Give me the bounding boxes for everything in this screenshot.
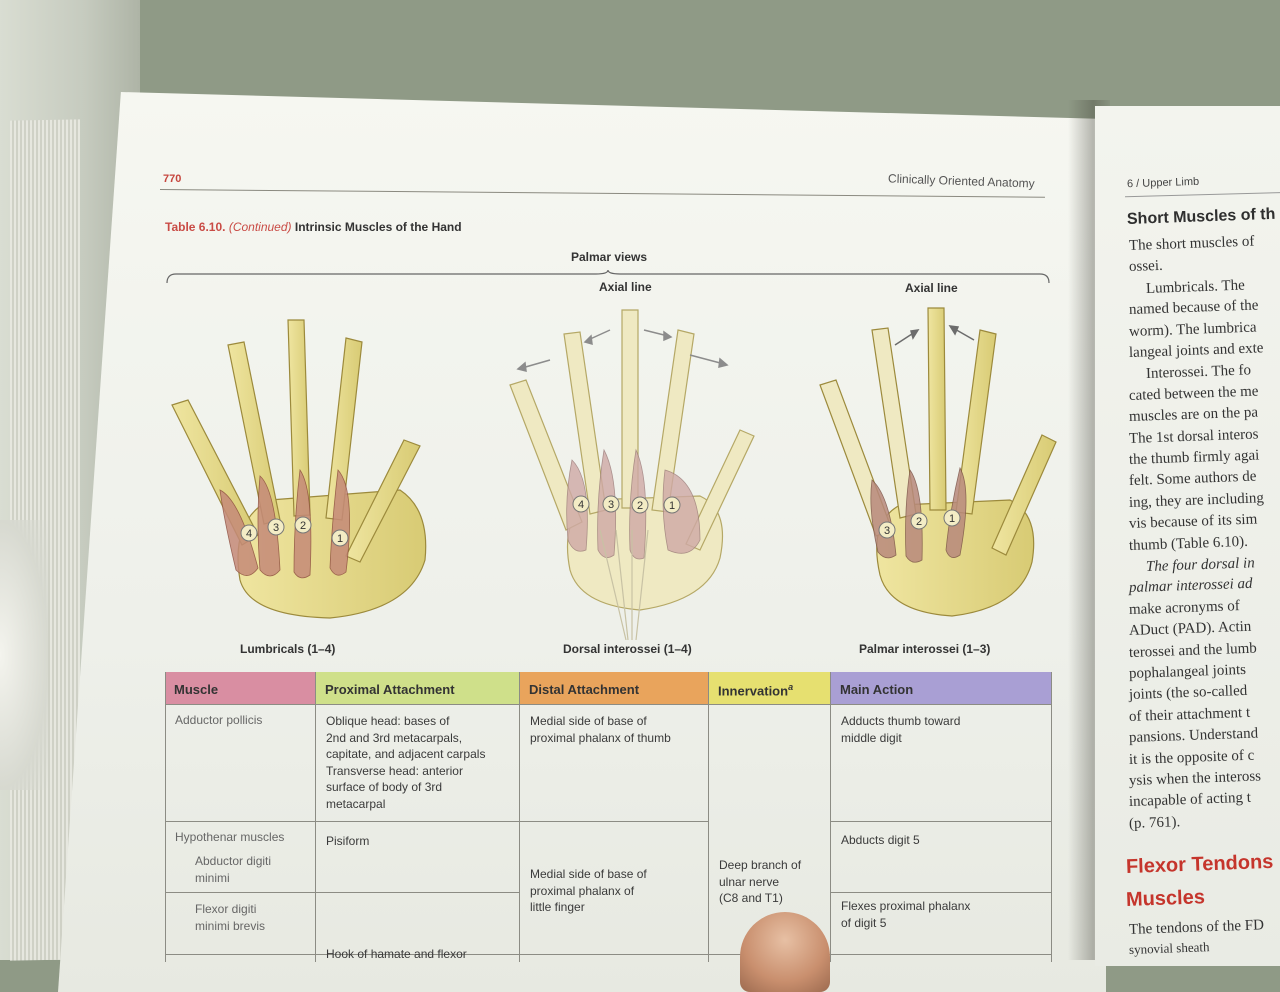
lumbrical-markers: 4 3 2 1 [240, 516, 349, 547]
table-rule [830, 892, 1052, 893]
table-rule [708, 672, 709, 962]
header-main-action: Main Action [831, 672, 1052, 704]
right-body-line: (p. 761). [1128, 814, 1181, 832]
table-rule [519, 672, 520, 962]
hand-dorsal-interossei: 4 3 2 1 [509, 309, 755, 640]
caption-lumbricals: Lumbricals (1–4) [240, 642, 336, 656]
cell-muscle-adductor-pollicis: Adductor pollicis [175, 713, 263, 727]
right-body-line: make acronyms of [1128, 597, 1240, 618]
lumbrical-marker: 1 [337, 533, 343, 545]
table-rule [165, 672, 166, 962]
cell-abductor-digiti-minimi: Abductor digiti minimi [195, 854, 272, 885]
cell-distal-adductor: Medial side of base of proximal phalanx … [530, 714, 671, 745]
cell-flexor-digiti-minimi: Flexor digiti minimi brevis [195, 902, 266, 933]
table-continued: (Continued) [228, 220, 292, 234]
hand-palmar-interossei: 3 2 1 [819, 307, 1057, 617]
views-bracket [166, 270, 1050, 284]
right-page [1095, 106, 1280, 966]
table-title: Intrinsic Muscles of the Hand [294, 220, 462, 234]
views-title: Palmar views [571, 250, 648, 264]
dorsal-interossei-markers: 4 3 2 1 [572, 495, 681, 514]
flexor-tendons-heading-2: Muscles [1125, 886, 1206, 911]
cell-proximal-adductor: Oblique head: bases of 2nd and 3rd metac… [326, 714, 486, 811]
table-label: Table 6.10. [165, 220, 226, 234]
right-body-line: ossei. [1128, 258, 1163, 276]
cell-action-adductor: Adducts thumb toward middle digit [841, 714, 961, 745]
right-running-head: 6 / Upper Limb [1126, 175, 1200, 191]
cell-hypothenar-group: Hypothenar muscles [175, 830, 285, 844]
cell-proximal-pisiform: Pisiform [326, 834, 370, 848]
caption-palmar-interossei: Palmar interossei (1–3) [859, 642, 991, 656]
dorsal-marker: 2 [637, 500, 643, 512]
hand-shadow [0, 520, 48, 790]
page-number: 770 [163, 173, 182, 185]
axial-line-label-palmar: Axial line [905, 281, 958, 295]
header-distal-attachment: Distal Attachment [520, 672, 708, 704]
axial-line-label-dorsal: Axial line [599, 280, 652, 294]
table-rule [165, 892, 519, 893]
table-caption: Table 6.10. (Continued) Intrinsic Muscle… [165, 220, 462, 234]
hand-illustrations: 4 3 2 1 [171, 307, 1057, 640]
palmar-interossei-markers: 3 2 1 [878, 509, 961, 539]
table-rule [1051, 672, 1052, 962]
palmar-marker: 2 [916, 516, 922, 528]
table-rule [315, 672, 316, 962]
hand-lumbricals: 4 3 2 1 [171, 319, 427, 619]
fingertip [740, 912, 830, 992]
cell-innervation-hypothenar: Deep branch of ulnar nerve (C8 and T1) [719, 858, 802, 905]
dorsal-marker: 1 [669, 500, 675, 512]
cell-action-flexes: Flexes proximal phalanx of digit 5 [841, 899, 971, 930]
table-rule [165, 704, 1052, 705]
table-rule [165, 954, 1052, 955]
header-proximal-attachment: Proximal Attachment [316, 672, 519, 704]
header-innervation: Innervationa [709, 672, 830, 704]
cell-proximal-hamate: Hook of hamate and flexor [326, 947, 467, 961]
cell-distal-hypothenar: Medial side of base of proximal phalanx … [530, 867, 647, 914]
right-body-line: thumb (Table 6.10). [1128, 533, 1249, 554]
lumbrical-marker: 3 [273, 522, 279, 534]
lumbrical-marker: 2 [300, 520, 306, 532]
dorsal-marker: 3 [608, 499, 614, 511]
caption-dorsal-interossei: Dorsal interossei (1–4) [563, 642, 692, 656]
lumbrical-marker: 4 [246, 528, 252, 540]
table-rule [830, 821, 1052, 822]
cell-action-abducts: Abducts digit 5 [841, 833, 920, 847]
dorsal-marker: 4 [578, 499, 584, 511]
right-bottom-line-2: synovial sheath [1128, 939, 1210, 957]
palmar-marker: 1 [949, 513, 955, 525]
right-body-line: Lumbricals. The [1145, 277, 1246, 297]
table-rule [830, 672, 831, 962]
table-rule [165, 821, 708, 822]
header-muscle: Muscle [165, 672, 315, 704]
palmar-marker: 3 [884, 525, 890, 537]
